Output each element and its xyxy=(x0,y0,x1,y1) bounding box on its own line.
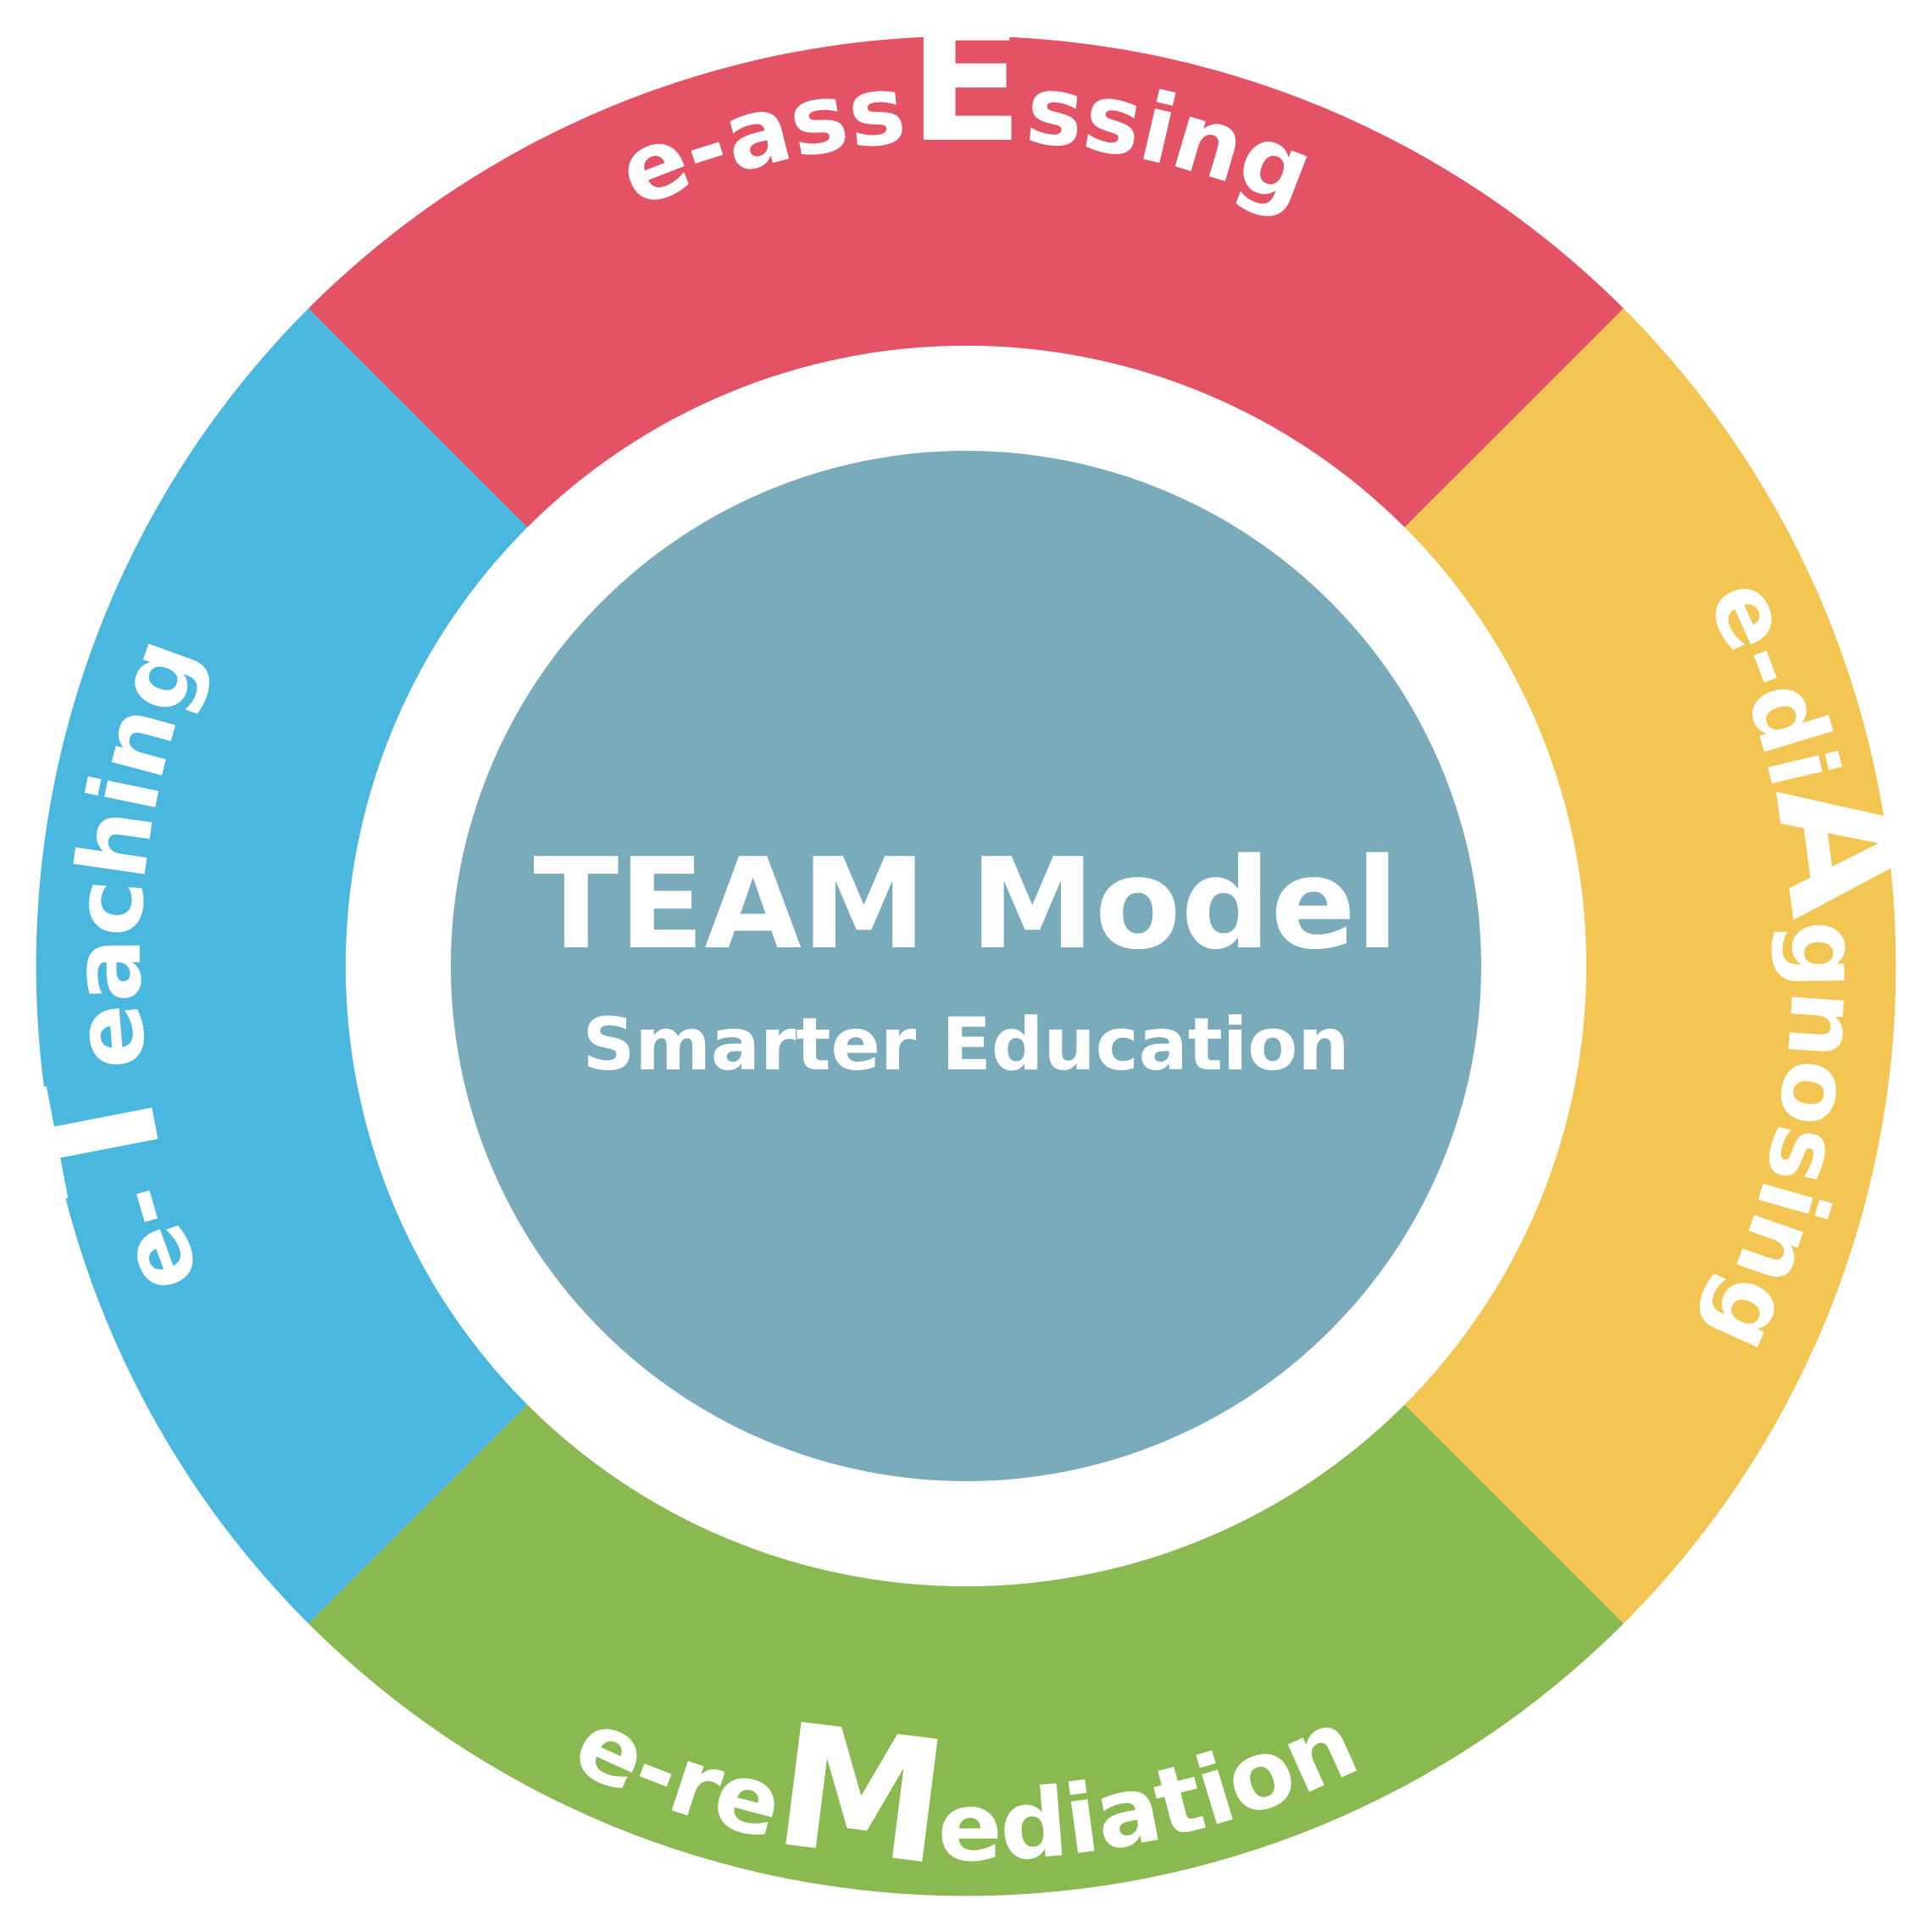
center-subtitle: Smarter Education xyxy=(582,1002,1349,1087)
segment-bottom xyxy=(308,1404,1624,1896)
segment-right xyxy=(1404,308,1896,1624)
center-circle xyxy=(451,451,1481,1481)
label-bottom-capital: M xyxy=(765,1687,958,1904)
segment-left xyxy=(36,308,528,1624)
label-right-capital: A xyxy=(1735,770,1932,926)
label-top-capital: E xyxy=(908,0,1024,180)
segment-top xyxy=(308,36,1624,528)
center-title: TEAM Model xyxy=(533,831,1398,977)
